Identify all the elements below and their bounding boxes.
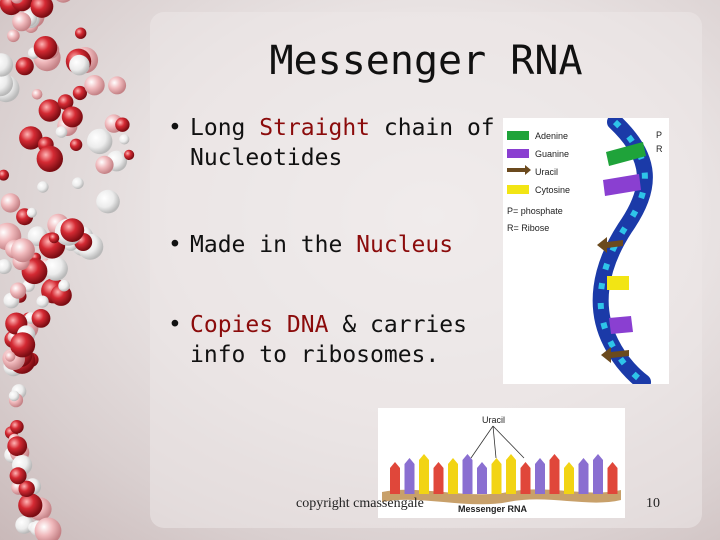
decorative-bead [10, 282, 27, 299]
decorative-bead [0, 53, 14, 77]
strip-nucleotide [462, 454, 473, 494]
decorative-bead [31, 309, 51, 328]
base-adenine [606, 142, 646, 166]
strip-nucleotide [549, 454, 560, 494]
copyright-footer: copyright cmassengale [296, 496, 424, 511]
strip-nucleotide [607, 462, 618, 494]
decorative-bead [60, 218, 85, 243]
decorative-bead [33, 36, 58, 60]
legend-ribose: R= Ribose [507, 223, 549, 233]
decorative-bead [19, 126, 43, 150]
strip-nucleotide [419, 454, 429, 494]
decorative-bead [38, 99, 61, 122]
decorative-bead [119, 134, 130, 145]
messenger-rna-strip-figure: Uracil Messenger RNA [378, 408, 625, 518]
strip-nucleotide [593, 454, 603, 494]
bullet-copies-dna: Copies DNA & carries info to ribosomes. [168, 310, 498, 370]
decorative-bead [18, 480, 35, 497]
decorative-bead [34, 517, 62, 540]
decorative-bead [12, 12, 32, 32]
decorative-bead [69, 54, 90, 76]
uracil-callout-lines [470, 425, 525, 459]
decorative-bead [37, 181, 49, 193]
svg-text:Cytosine: Cytosine [535, 185, 570, 195]
bullet-made-in-nucleus: Made in the Nucleus [168, 230, 498, 260]
decorative-bead [5, 351, 16, 362]
decorative-bead [55, 126, 68, 138]
strip-nucleotide [506, 454, 516, 494]
slide-title: Messenger RNA [269, 38, 583, 84]
decorative-bead [9, 467, 27, 485]
decorative-bead [36, 295, 49, 308]
strip-nucleotide [404, 458, 415, 494]
decorative-bead [26, 207, 37, 218]
legend-adenine: Adenine [507, 131, 568, 141]
strip-nucleotide [520, 462, 531, 494]
decorative-bead [84, 75, 105, 96]
decorative-bead [95, 155, 114, 174]
strip-nucleotide [491, 458, 502, 494]
legend-phosphate: P= phosphate [507, 206, 563, 216]
decorative-bead [124, 149, 135, 160]
strip-nucleotide [448, 458, 458, 494]
decorative-bead [10, 238, 35, 263]
decorative-bead [108, 76, 127, 95]
decorative-bead [43, 256, 68, 281]
strip-nucleotide [433, 462, 444, 494]
base-uracil [597, 237, 623, 253]
decorative-bead [7, 436, 28, 456]
decorative-bead [96, 189, 120, 214]
legend-uracil: Uracil [507, 165, 558, 177]
decorative-bead [58, 279, 70, 292]
strip-nucleotide [578, 458, 589, 494]
decorative-bead [75, 27, 87, 39]
decorative-bead [0, 71, 13, 97]
page-number: 10 [646, 496, 660, 511]
uracil-callout-label: Uracil [482, 415, 505, 425]
decorative-bead [36, 145, 63, 172]
bullet-long-straight-chain: Long Straight chain of Nucleotides [168, 113, 498, 173]
decorative-bead [8, 390, 20, 402]
svg-text:Adenine: Adenine [535, 131, 568, 141]
decorative-bead [0, 259, 12, 275]
decorative-bead [15, 57, 34, 76]
label-r: R [656, 144, 663, 154]
decorative-bead [7, 29, 20, 43]
decorative-bead [0, 169, 9, 181]
legend-cytosine: Cytosine [507, 185, 570, 195]
legend-guanine: Guanine [507, 149, 569, 159]
messenger-rna-label: Messenger RNA [458, 504, 528, 514]
decorative-bead [10, 420, 24, 434]
decorative-bead [69, 138, 83, 151]
decorative-bead [30, 0, 54, 18]
svg-text:Uracil: Uracil [535, 167, 558, 177]
base-uracil-2 [601, 347, 629, 363]
label-p: P [656, 130, 662, 140]
decorative-bead [11, 0, 23, 4]
rna-strand-figure: Adenine Guanine Uracil Cytosine P= phosp… [503, 118, 669, 384]
base-guanine-2 [609, 316, 633, 334]
svg-text:Guanine: Guanine [535, 149, 569, 159]
strip-nucleotide [477, 462, 487, 494]
decorative-bead [56, 0, 71, 3]
decorative-bead [115, 117, 130, 132]
bullet-list: Long Straight chain of Nucleotides Made … [168, 113, 498, 370]
decorative-bead [72, 85, 87, 101]
strip-nucleotide [564, 462, 574, 494]
decorative-bead [57, 94, 74, 110]
base-cytosine [607, 276, 629, 290]
decorative-bead [10, 332, 36, 358]
decorative-bead [87, 128, 113, 155]
decorative-bead [18, 493, 43, 518]
decorative-bead [0, 193, 21, 213]
strip-nucleotide [535, 458, 545, 494]
base-guanine [603, 174, 641, 196]
strip-nucleotide [390, 462, 400, 494]
decorative-bead [31, 89, 43, 100]
decorative-bead [48, 232, 60, 244]
decorative-bead [72, 177, 84, 189]
decorative-bead [61, 106, 83, 128]
